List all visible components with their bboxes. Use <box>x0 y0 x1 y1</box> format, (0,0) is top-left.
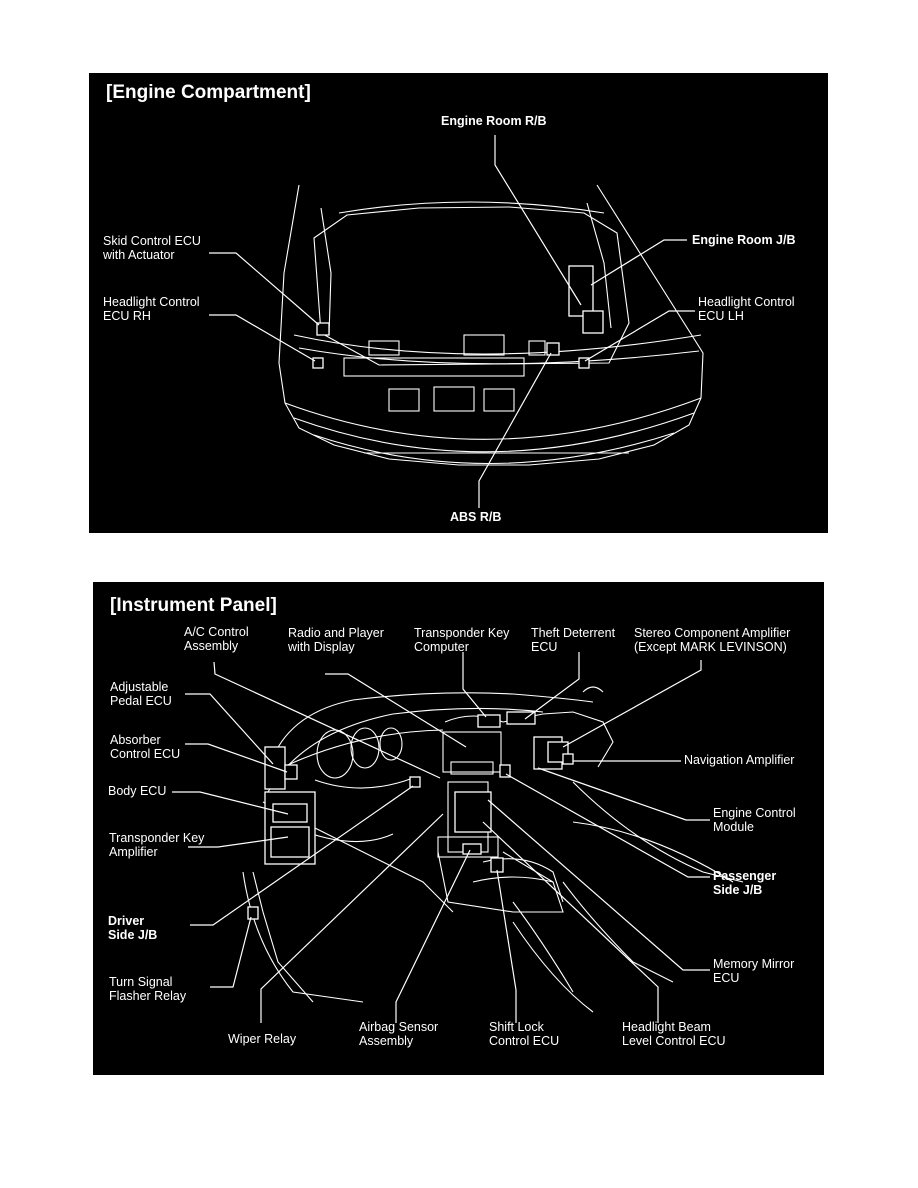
label-transponder-key-amplifier: Transponder Key Amplifier <box>109 831 205 859</box>
skid-control-ecu-box <box>316 322 330 336</box>
passenger-side-jb-box <box>499 764 511 778</box>
instrument-panel-title: [Instrument Panel] <box>110 595 277 616</box>
leader-airbag <box>395 849 471 1023</box>
label-engine-room-rb: Engine Room R/B <box>441 114 547 128</box>
transponder-key-amp-box <box>270 826 310 858</box>
leader-skid-control <box>209 252 320 326</box>
engine-compartment-panel: [Engine Compartment] Engine Room R/B Ski… <box>89 73 828 533</box>
leader-headlight-lh <box>584 310 695 362</box>
leader-theft <box>524 652 580 720</box>
label-skid-control-ecu: Skid Control ECU with Actuator <box>103 234 201 262</box>
shift-lock-ecu-box <box>490 857 504 873</box>
body-ecu-box <box>272 803 308 823</box>
label-wiper-relay: Wiper Relay <box>228 1032 297 1046</box>
leader-transponder-computer <box>462 652 487 718</box>
label-driver-side-jb: Driver Side J/B <box>108 914 158 942</box>
leader-driver-jb <box>190 785 414 926</box>
label-body-ecu: Body ECU <box>108 784 167 798</box>
label-ac-control-assembly: A/C Control Assembly <box>184 625 249 653</box>
turn-signal-relay-box <box>247 906 259 920</box>
radiator-support <box>293 334 702 355</box>
engine-compartment-drawing <box>209 135 704 508</box>
car-body-outline <box>278 184 704 466</box>
bumper <box>284 397 702 440</box>
label-theft-deterrent-ecu: Theft Deterrent ECU <box>531 626 616 654</box>
instrument-panel-drawing <box>172 652 744 1023</box>
leader-shift-lock <box>496 869 517 1023</box>
leader-wiper <box>260 813 444 1023</box>
headlight-ecu-rh-box <box>312 357 324 369</box>
hood-opening <box>313 206 630 366</box>
label-radio-and-player: Radio and Player with Display <box>288 626 384 654</box>
instrument-panel-panel: [Instrument Panel] A/C Control Assembly … <box>93 582 824 1075</box>
transponder-key-computer-box <box>477 714 501 728</box>
label-adjustable-pedal-ecu: Adjustable Pedal ECU <box>110 680 172 708</box>
navigation-amp-box <box>562 753 574 765</box>
dashboard-outline <box>272 692 594 758</box>
label-stereo-component-amplifier: Stereo Component Amplifier (Except MARK … <box>634 626 791 654</box>
label-turn-signal-flasher-relay: Turn Signal Flasher Relay <box>109 975 187 1003</box>
label-headlight-control-ecu-rh: Headlight Control ECU RH <box>103 295 200 323</box>
label-headlight-beam-level-control-ecu: Headlight Beam Level Control ECU <box>622 1020 726 1048</box>
absorber-control-ecu-box <box>284 764 298 780</box>
label-airbag-sensor-assembly: Airbag Sensor Assembly <box>359 1020 439 1048</box>
leader-engine-room-rb <box>494 135 582 306</box>
leader-ecm <box>537 767 710 821</box>
leader-headlight-beam <box>482 821 659 1023</box>
airbag-sensor-box <box>462 843 482 855</box>
leader-adjustable-pedal <box>185 693 274 765</box>
leader-stereo <box>562 660 702 748</box>
headlight-ecu-lh-box <box>578 357 590 369</box>
label-shift-lock-control-ecu: Shift Lock Control ECU <box>489 1020 560 1048</box>
ac-control-box <box>409 776 421 788</box>
label-absorber-control-ecu: Absorber Control ECU <box>110 733 181 761</box>
leader-memory-mirror <box>487 799 710 971</box>
leader-absorber <box>185 743 288 773</box>
leader-ac-control <box>213 661 441 779</box>
leader-body-ecu <box>172 791 289 815</box>
leader-transponder-amp <box>188 836 289 848</box>
leader-abs-rb <box>478 352 552 508</box>
label-engine-room-jb: Engine Room J/B <box>692 233 796 247</box>
center-relay-box <box>454 791 492 833</box>
label-memory-mirror-ecu: Memory Mirror ECU <box>713 957 795 985</box>
theft-deterrent-ecu-box <box>506 711 536 725</box>
label-abs-rb: ABS R/B <box>450 510 502 524</box>
label-passenger-side-jb: Passenger Side J/B <box>713 869 777 897</box>
leader-radio <box>325 673 467 748</box>
leader-engine-room-jb <box>590 239 687 286</box>
label-navigation-amplifier: Navigation Amplifier <box>684 753 795 767</box>
leader-headlight-rh <box>209 314 316 362</box>
engine-compartment-title: [Engine Compartment] <box>106 82 311 103</box>
leader-turn-signal <box>210 916 252 988</box>
label-transponder-key-computer: Transponder Key Computer <box>414 626 510 654</box>
label-engine-control-module: Engine Control Module <box>713 806 796 834</box>
abs-rb-box <box>546 342 560 356</box>
label-headlight-control-ecu-lh: Headlight Control ECU LH <box>698 295 795 323</box>
leader-passenger-jb <box>505 773 710 878</box>
